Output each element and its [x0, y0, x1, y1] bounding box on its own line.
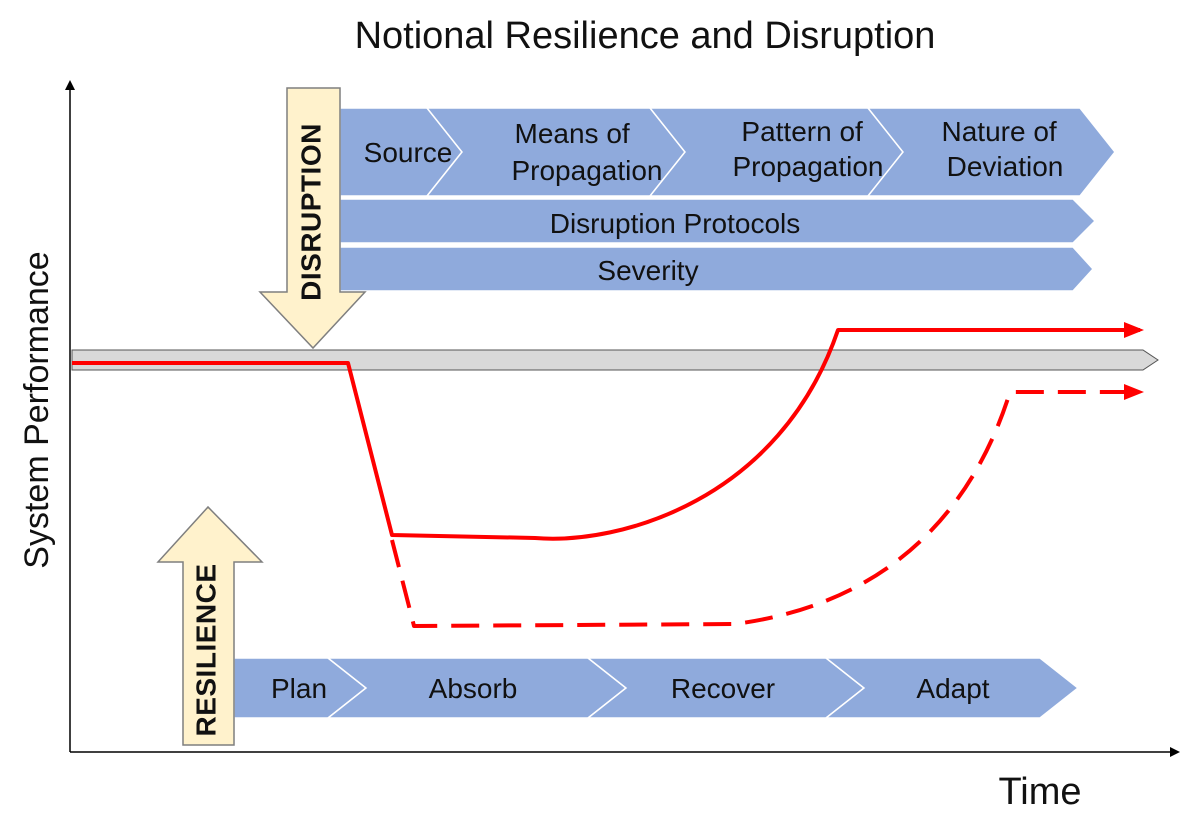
- severity-label: Severity: [597, 255, 698, 286]
- chevron-absorb-label: Absorb: [429, 673, 518, 704]
- chevron-adapt-label: Adapt: [916, 673, 989, 704]
- chevron-source-label: Source: [364, 137, 453, 168]
- resilience-arrow: [156, 505, 264, 746]
- chevron-pattern-label: Pattern of Propagation: [732, 116, 883, 182]
- chevron-nature-of-deviation: [866, 107, 1116, 197]
- disruption-protocols-label: Disruption Protocols: [550, 208, 801, 239]
- resilience-arrow-label: RESILIENCE: [190, 563, 221, 736]
- chevron-nature-label: Nature of Deviation: [942, 116, 1065, 182]
- disruption-arrow: [258, 87, 367, 350]
- severity-bar: [339, 246, 1095, 292]
- chevron-recover-label: Recover: [671, 673, 775, 704]
- diagram-title: Notional Resilience and Disruption: [355, 15, 936, 57]
- chevron-means-label: Means of Propagation: [511, 118, 662, 186]
- chevron-pattern-line2: Propagation: [732, 151, 883, 182]
- chevron-means-line2: Propagation: [511, 155, 662, 186]
- chevron-nature-line1: Nature of: [942, 116, 1057, 147]
- chevron-adapt: [823, 657, 1080, 719]
- disruption-chevron-row: Source Means of Propagation Pattern of P…: [339, 107, 1116, 197]
- chevron-pattern-line1: Pattern of: [741, 116, 863, 147]
- baseline-performance-bar: [71, 349, 1159, 371]
- y-axis-label: System Performance: [18, 251, 56, 568]
- resilience-chevron-row: Plan Absorb Recover Adapt: [233, 657, 1080, 719]
- performance-curve-solid: [72, 322, 1144, 541]
- chevron-plan-label: Plan: [271, 673, 327, 704]
- chevron-means-line1: Means of: [515, 118, 630, 149]
- disruption-arrow-label: DISRUPTION: [295, 123, 326, 301]
- chevron-nature-line2: Deviation: [947, 151, 1064, 182]
- performance-curve-dashed: [390, 384, 1144, 628]
- x-axis-label: Time: [998, 771, 1081, 813]
